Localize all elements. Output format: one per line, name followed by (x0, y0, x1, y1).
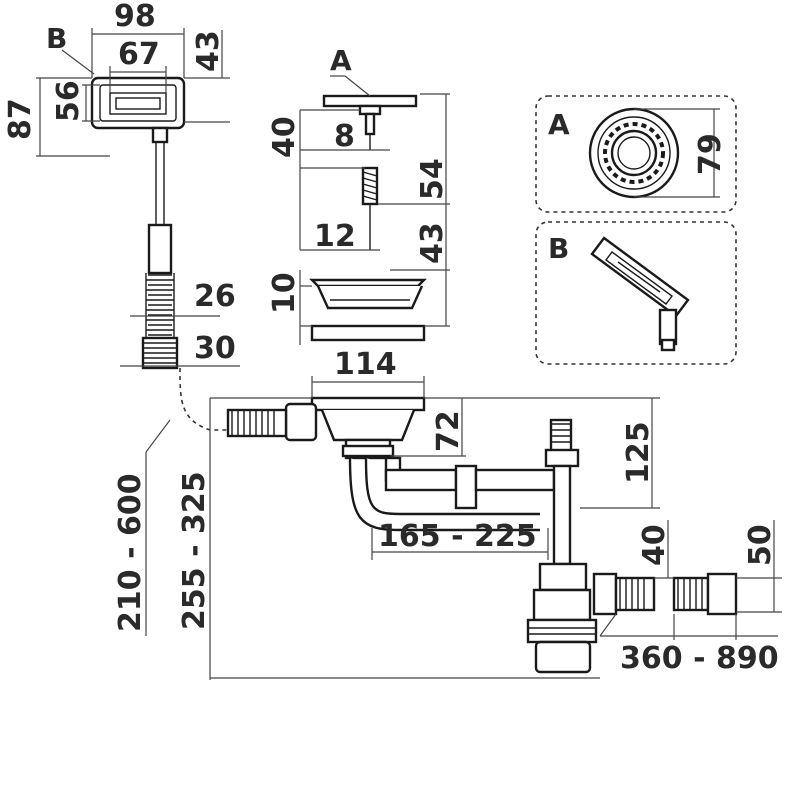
dim-56: 56 (51, 80, 86, 122)
corrugated-hose (145, 273, 175, 338)
dim-40-outlet: 40 (637, 524, 672, 566)
tag-b-top: B (46, 22, 67, 55)
strainer-basket (309, 278, 427, 310)
overflow-head-b (90, 76, 186, 130)
dim-12: 12 (314, 219, 356, 254)
tag-a-top: A (330, 44, 352, 77)
dim-255-325: 255 - 325 (177, 471, 212, 630)
dim-40-plug: 40 (267, 116, 302, 158)
strainer-slots (603, 122, 665, 184)
drain-pipe (348, 456, 556, 532)
bottle-trap (526, 562, 656, 674)
outlet-connector (672, 572, 738, 616)
dim-10: 10 (267, 272, 302, 314)
overflow-inlet (226, 402, 318, 442)
dim-165-225: 165 - 225 (378, 519, 537, 554)
dim-98: 98 (114, 0, 156, 34)
inset-b-label: B (548, 232, 569, 265)
strainer-screw (361, 166, 379, 250)
dim-87: 87 (3, 98, 38, 140)
dim-114: 114 (334, 347, 397, 382)
dim-67: 67 (118, 37, 160, 72)
dim-26: 26 (194, 279, 236, 314)
dim-79: 79 (693, 133, 728, 175)
dims-overflow (36, 28, 240, 367)
dim-125: 125 (621, 421, 656, 484)
hose-path (179, 367, 228, 431)
dim-50: 50 (743, 524, 778, 566)
inset-b (535, 221, 737, 365)
dims-strainer (299, 75, 450, 345)
dims-main (145, 376, 782, 680)
dim-54: 54 (415, 158, 450, 200)
inset-a (535, 95, 737, 213)
dim-43-screw: 43 (415, 222, 450, 264)
sink-strainer-body (310, 396, 426, 460)
dim-210-600: 210 - 600 (113, 473, 148, 632)
dim-8: 8 (334, 119, 355, 154)
overflow-hose (141, 126, 179, 370)
inset-a-label: A (548, 108, 570, 141)
dim-30: 30 (194, 331, 236, 366)
overflow-branch (544, 418, 580, 566)
dim-43-overflow: 43 (191, 30, 226, 72)
dim-360-890: 360 - 890 (620, 641, 779, 676)
dim-72: 72 (431, 410, 466, 452)
strainer-gasket (310, 324, 426, 342)
